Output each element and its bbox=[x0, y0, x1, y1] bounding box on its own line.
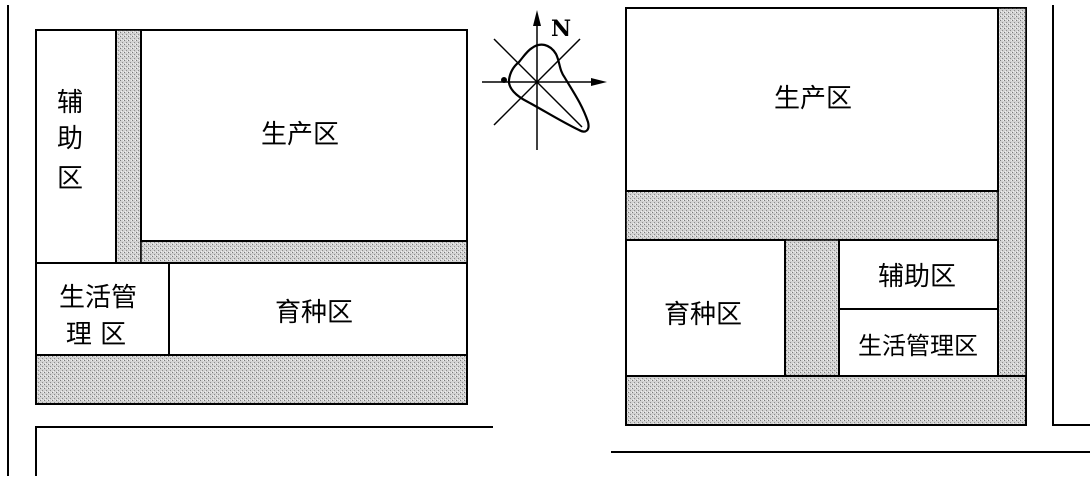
left-road-edge-corner bbox=[35, 426, 493, 476]
left-auxiliary-label-1: 辅 bbox=[57, 88, 83, 118]
left-zone-living bbox=[35, 262, 170, 356]
left-auxiliary-label-3: 区 bbox=[57, 164, 83, 194]
compass-north-label: N bbox=[551, 16, 571, 42]
right-living-label: 生活管理区 bbox=[858, 332, 978, 360]
wind-rose-dot bbox=[501, 77, 507, 83]
right-zone-breeding bbox=[625, 239, 786, 377]
right-green-belt-middle bbox=[625, 190, 999, 241]
right-zone-living bbox=[838, 308, 999, 377]
left-zone-production bbox=[140, 29, 468, 242]
left-production-label: 生产区 bbox=[261, 120, 339, 150]
right-road-edge-corner bbox=[1052, 5, 1090, 426]
right-green-belt-bottom bbox=[625, 375, 1027, 426]
right-zone-production bbox=[625, 7, 999, 192]
left-breeding-label: 育种区 bbox=[275, 298, 353, 328]
wind-rose-outline bbox=[507, 43, 590, 133]
right-auxiliary-label: 辅助区 bbox=[878, 262, 956, 292]
compass: N bbox=[482, 10, 607, 150]
left-living-label-1: 生活管 bbox=[59, 283, 137, 313]
left-zone-auxiliary bbox=[35, 29, 117, 264]
compass-axis-diagonal-a bbox=[493, 38, 583, 128]
left-zone-breeding bbox=[168, 262, 468, 356]
right-breeding-label: 育种区 bbox=[664, 300, 742, 330]
compass-axis-diagonal-b bbox=[493, 38, 581, 126]
left-green-belt-bottom bbox=[35, 354, 468, 405]
left-green-belt-middle bbox=[140, 240, 468, 264]
right-production-label: 生产区 bbox=[774, 84, 852, 114]
right-green-belt-inner bbox=[784, 239, 840, 377]
left-green-belt-vertical bbox=[115, 29, 142, 264]
right-plan: 生产区 育种区 辅助区 生活管理区 bbox=[611, 5, 1090, 453]
right-green-belt-vertical bbox=[997, 7, 1027, 426]
compass-east-arrowhead bbox=[591, 78, 607, 86]
left-auxiliary-label-2: 助 bbox=[57, 124, 83, 154]
compass-north-arrowhead bbox=[533, 10, 541, 26]
left-living-label-2: 理 区 bbox=[66, 320, 126, 350]
left-plan: 辅 助 区 生产区 生活管 理 区 育种区 bbox=[7, 5, 493, 476]
